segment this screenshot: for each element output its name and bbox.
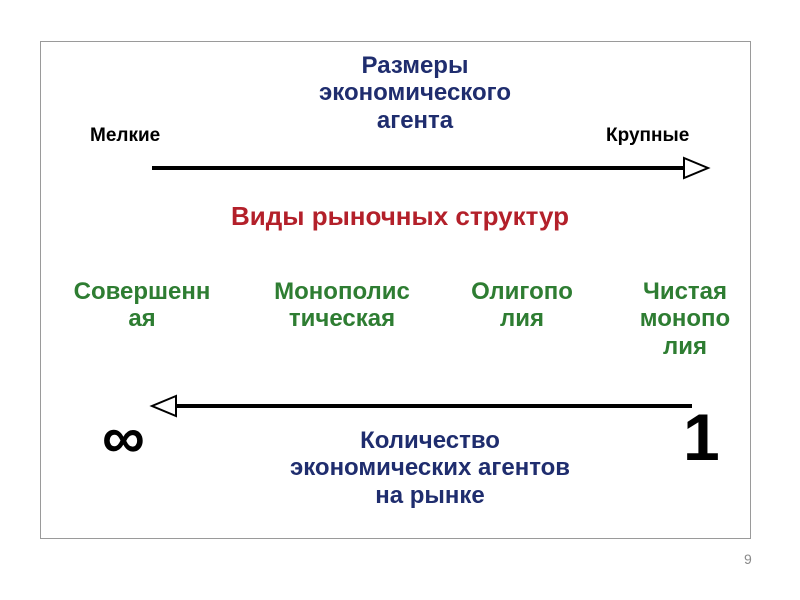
size-arrow-head: [683, 156, 711, 180]
structure-perfect-competition: Совершенн ая: [73, 278, 211, 333]
infinity-symbol: ∞: [102, 404, 145, 471]
market-structures-title: Виды рыночных структур: [231, 201, 569, 231]
small-agents-label: Мелкие: [90, 125, 161, 146]
count-arrow-head: [149, 394, 177, 418]
large-agents-label: Крупные: [606, 125, 690, 146]
slide-frame: [40, 41, 751, 539]
structure-oligopoly: Олигопо лия: [471, 278, 573, 333]
structure-monopolistic-competition: Монополис тическая: [274, 278, 410, 333]
agent-count-title: Количество экономических агентов на рынк…: [289, 427, 571, 509]
structure-pure-monopoly: Чистая монопо лия: [639, 278, 731, 360]
agent-size-title: Размеры экономического агента: [319, 52, 511, 134]
page-number: 9: [744, 551, 752, 567]
one-label: 1: [683, 400, 720, 474]
